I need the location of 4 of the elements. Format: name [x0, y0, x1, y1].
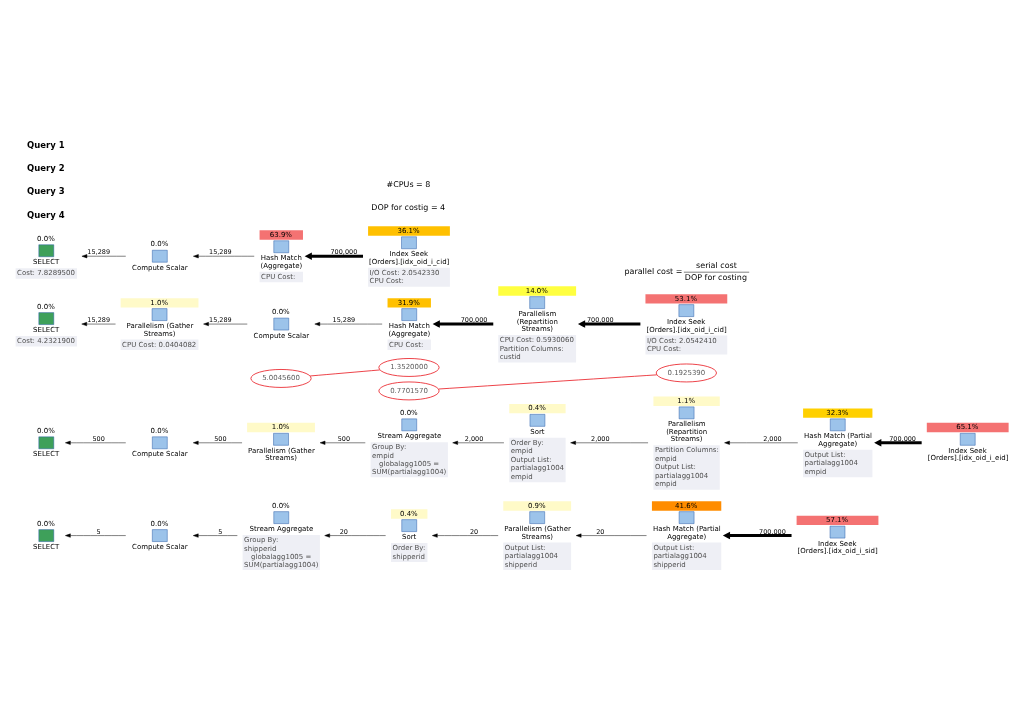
label: Query 4 [27, 209, 65, 220]
label: Query 1 [27, 139, 65, 150]
label: Query 3 [27, 186, 65, 197]
label: Query 2 [27, 162, 65, 173]
